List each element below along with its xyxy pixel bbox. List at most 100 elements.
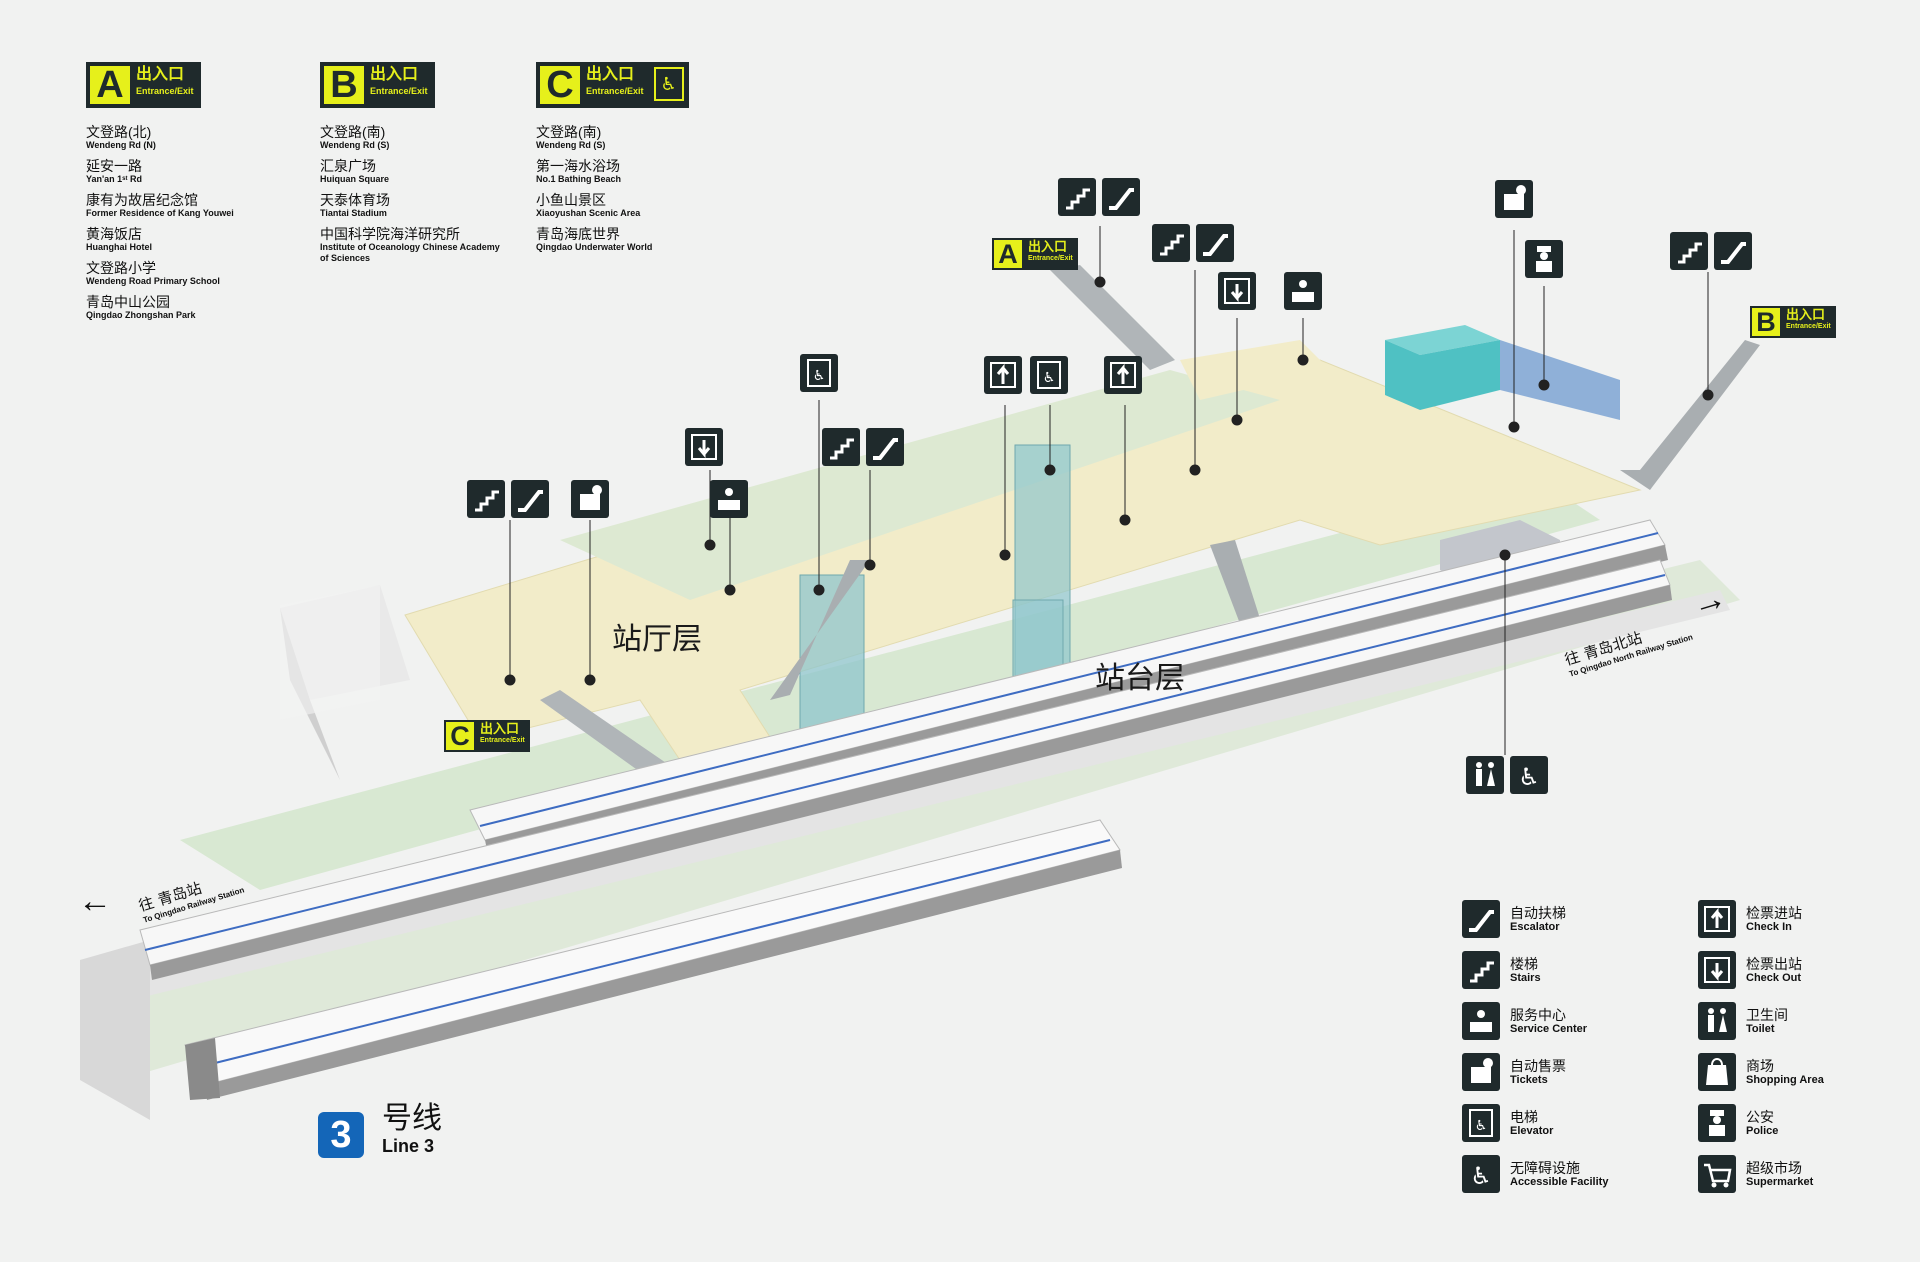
escalator-left-inner [770,560,870,700]
escalator-icon [866,428,904,466]
svg-text:♿: ♿ [1518,764,1540,791]
retail-block-side [1500,340,1620,420]
retail-block-top [1385,325,1500,355]
entrance-b-header: B 出入口 Entrance/Exit [320,62,435,108]
service-center-icon [1284,272,1322,310]
train-middle [139,559,1672,980]
destination-item: 文登路(南)Wendeng Rd (S) [320,124,390,150]
supermarket-icon [1698,1155,1736,1193]
destination-item: 文登路(南)Wendeng Rd (S) [536,124,606,150]
line-name-en: Line 3 [382,1136,435,1156]
shopping-icon [1698,1053,1736,1091]
accessible-icon: ♿ [1510,756,1548,794]
service-center-icon [710,480,748,518]
check-out-icon [685,428,723,466]
escalator-icon [1462,900,1500,938]
check-out-icon [1698,951,1736,989]
entrance-a-label-cn: 出入口 [136,66,185,83]
platform-edge-left [80,940,150,1120]
line-number-badge: 3 [318,1112,364,1158]
destination-item: 文登路(北)Wendeng Rd (N) [86,124,156,150]
train-front [184,819,1122,1100]
toilet-icon [1466,756,1504,794]
entrance-c-letter: C [540,66,580,104]
concourse-green-zone [560,370,1280,600]
stairs-icon [1462,951,1500,989]
escalator-icon [1102,178,1140,216]
elevator-icon: ♿ [800,354,838,392]
escalator-icon [1196,224,1234,262]
entrance-c-label-cn: 出入口 [586,66,635,83]
accessible-icon: ♿ [1462,1155,1500,1193]
toilet-icon [1698,1002,1736,1040]
entrance-c-label-en: Entrance/Exit [586,86,644,96]
arrow-left-icon: ← [78,882,112,920]
service-center-icon [1462,1002,1500,1040]
retail-block-front [1385,340,1500,410]
tickets-icon [1462,1053,1500,1091]
line-name-cn: 号线 [382,1101,442,1136]
entrance-c-elevator-icon: ♿ [653,67,684,101]
escalator-a [1050,265,1175,370]
check-in-icon [1698,900,1736,938]
escalator-icon [1714,232,1752,270]
svg-text:♿: ♿ [1475,1117,1488,1133]
concourse-upper-wing [1180,340,1330,400]
escalator-icon [511,480,549,518]
entrance-a-header: A 出入口 Entrance/Exit [86,62,201,108]
stairs-icon [1058,178,1096,216]
entrance-c-header: C 出入口 Entrance/Exit ♿ [536,62,689,108]
tickets-icon [1495,180,1533,218]
entrance-a-letter: A [90,66,130,104]
check-in-icon [1104,356,1142,394]
concourse-level-label: 站厅层 [612,622,702,657]
stairs-icon [822,428,860,466]
elevator-icon: ♿ [1030,356,1068,394]
line-name: 号线 Line 3 [382,1101,442,1157]
police-icon [1525,240,1563,278]
svg-text:♿: ♿ [1043,369,1056,385]
escalator-b [1620,340,1760,490]
stairs-icon [467,480,505,518]
svg-text:♿: ♿ [1470,1163,1492,1190]
end-building-front [280,585,380,720]
check-out-icon [1218,272,1256,310]
entrance-a-label-en: Entrance/Exit [136,86,194,96]
tickets-icon [571,480,609,518]
stairs-icon [1670,232,1708,270]
entrance-b-letter: B [324,66,364,104]
stairs-icon [1152,224,1190,262]
svg-text:♿: ♿ [813,367,826,383]
check-in-icon [984,356,1022,394]
platform-level-label: 站台层 [1095,661,1185,696]
